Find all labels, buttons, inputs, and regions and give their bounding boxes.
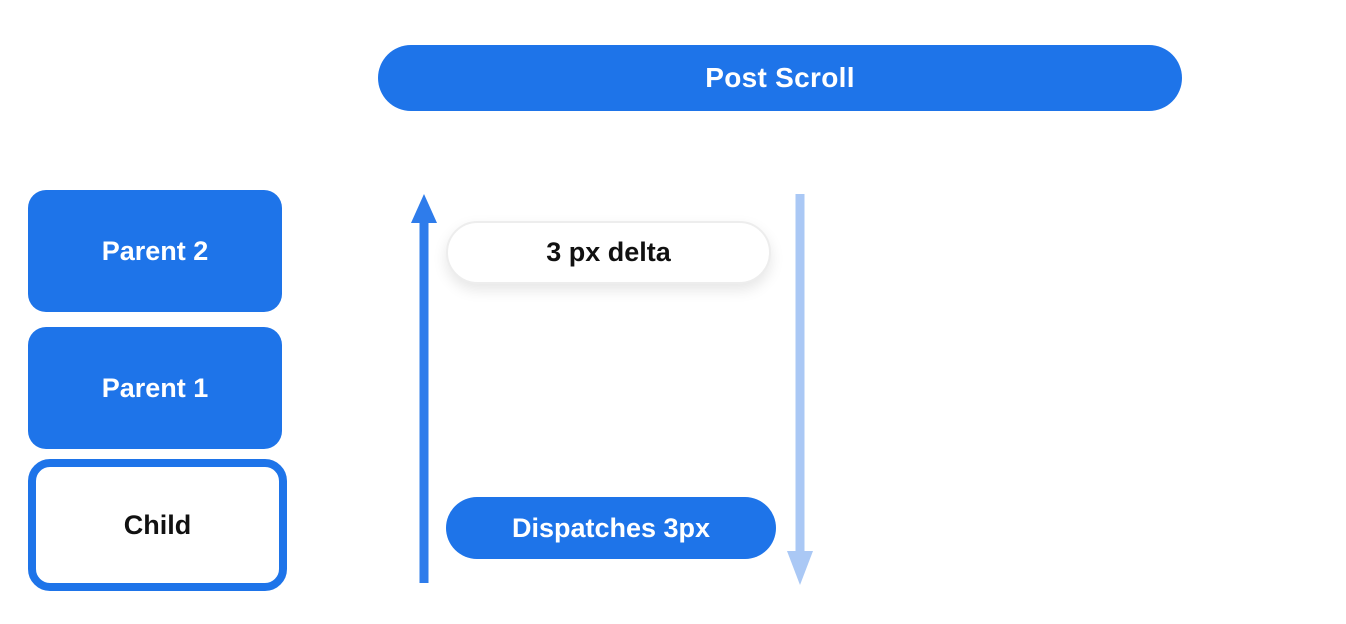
node-parent-1-label: Parent 1 <box>101 372 209 403</box>
post-scroll-banner-label: Post Scroll <box>705 62 855 93</box>
post-scroll-banner: Post Scroll <box>378 45 1182 111</box>
up-arrow-icon <box>411 194 437 583</box>
down-arrow-icon <box>787 194 813 585</box>
node-child: Child <box>28 459 287 591</box>
delta-pill-label: 3 px delta <box>546 237 671 267</box>
node-parent-1: Parent 1 <box>28 327 282 449</box>
node-child-label: Child <box>123 509 192 540</box>
delta-pill: 3 px delta <box>446 221 771 284</box>
dispatch-pill-label: Dispatches 3px <box>511 512 711 543</box>
node-parent-2: Parent 2 <box>28 190 282 312</box>
node-parent-2-label: Parent 2 <box>101 235 209 266</box>
dispatch-pill: Dispatches 3px <box>446 497 776 559</box>
